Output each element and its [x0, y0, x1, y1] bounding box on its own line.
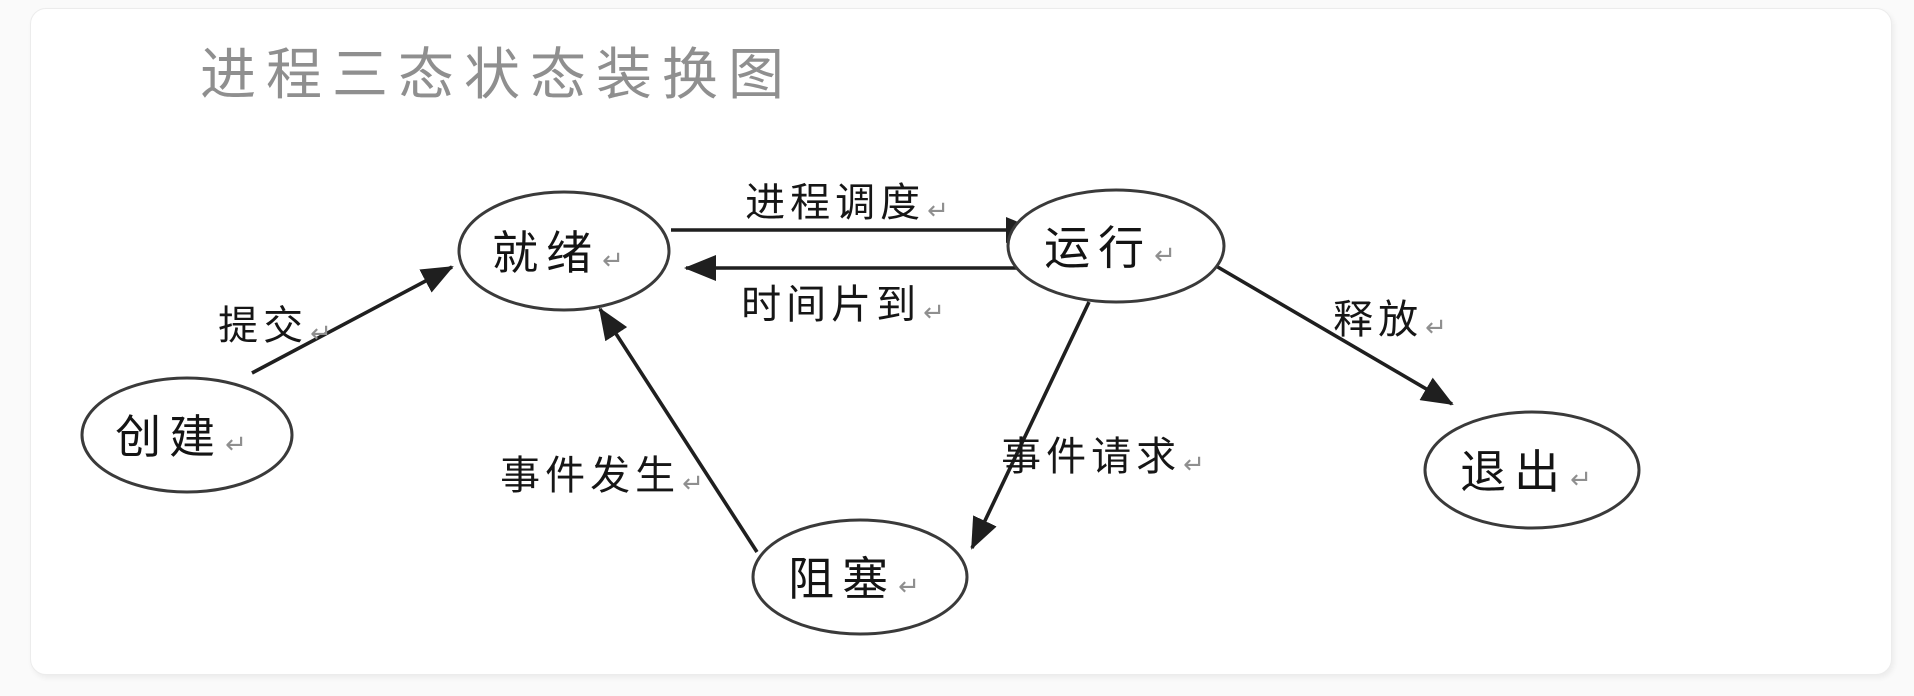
- edge-event-occurs: [598, 307, 759, 553]
- diagram-title: 进程三态状态装换图: [200, 43, 794, 108]
- node-create: [80, 376, 294, 494]
- edge-label-timeslice: 时间片到↵: [741, 282, 945, 328]
- edge-submit: [251, 265, 454, 375]
- edge-label-event-request: 事件请求↵: [1001, 434, 1205, 480]
- edge-label-event-occurs: 事件发生↵: [500, 453, 704, 499]
- edge-label-submit: 提交↵: [218, 303, 332, 349]
- edge-label-release: 释放↵: [1333, 297, 1447, 343]
- node-blocked: [751, 518, 969, 636]
- node-exit: [1423, 410, 1641, 530]
- node-running: [1006, 188, 1226, 304]
- node-label-create: 创建↵: [115, 410, 247, 464]
- node-label-exit: 退出↵: [1460, 445, 1592, 499]
- node-ready: [457, 190, 671, 312]
- edge-label-schedule: 进程调度↵: [745, 180, 949, 226]
- edge-release: [1215, 264, 1454, 406]
- edge-event-request: [970, 301, 1091, 550]
